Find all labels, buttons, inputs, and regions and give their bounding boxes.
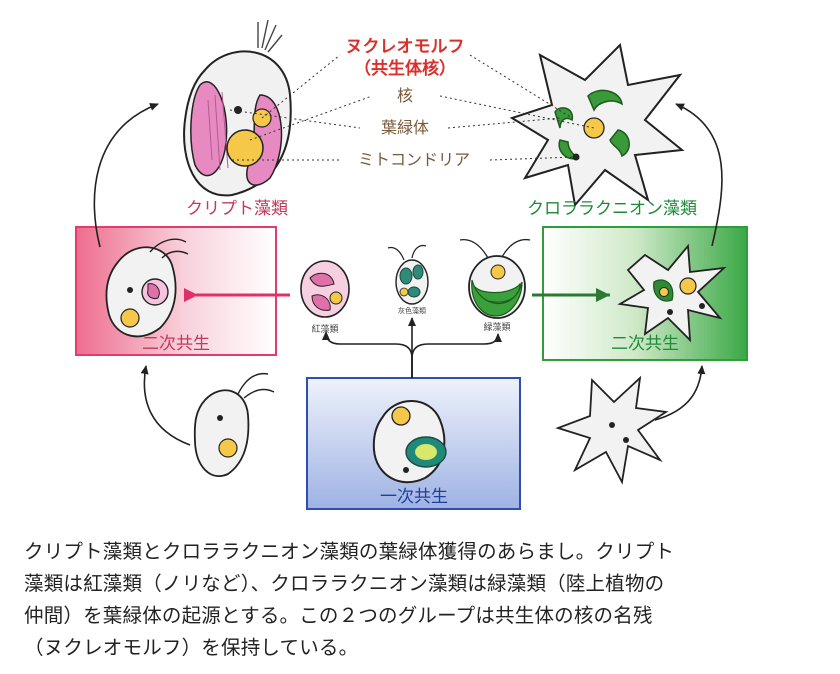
label-mitochondria: ミトコンドリア [358, 150, 470, 169]
primary-cell [372, 400, 447, 484]
green-algae-cell [459, 238, 531, 319]
caption-line: （ヌクレオモルフ）を保持している。 [24, 636, 359, 659]
endosymbiosis-diagram: ヌクレオモルフ （共生体核） 核 葉緑体 ミトコンドリア クリプト藻類 クロララ… [75, 19, 748, 510]
label-secondary-left: 二次共生 [142, 334, 210, 354]
secondary-cell-right [617, 243, 727, 343]
label-green-algae: 緑藻類 [483, 321, 510, 333]
label-secondary-right: 二次共生 [611, 334, 679, 354]
label-glaucophyte: 灰色藻類 [398, 306, 426, 315]
label-cryptophyte: クリプト藻類 [186, 199, 288, 219]
label-chlorarachniophyte: クロララクニオン藻類 [527, 199, 697, 219]
glaucophyte-cell [387, 244, 429, 305]
host-cell-left [193, 372, 275, 477]
label-red-algae: 紅藻類 [311, 323, 338, 335]
chlorarachniophyte-cell [509, 42, 685, 208]
host-cell-right [555, 375, 669, 485]
arrow-left-lower [140, 365, 191, 446]
arrow-right-lower [654, 365, 706, 421]
red-algae-cell [300, 260, 350, 318]
cryptophyte-cell [183, 19, 292, 197]
caption-line: 仲間）を葉緑体の起源とする。この２つのグループは共生体の核の名残 [24, 604, 653, 627]
arrow-right-upper [675, 103, 723, 247]
arrow-primary-to-green [411, 333, 502, 378]
leader-lines [229, 54, 595, 161]
arrow-left-upper [93, 103, 159, 248]
label-nucleomorph: ヌクレオモルフ [346, 37, 465, 57]
caption-line: クリプト藻類とクロララクニオン藻類の葉緑体獲得のあらまし。クリプト [24, 540, 675, 563]
figure-caption: クリプト藻類とクロララクニオン藻類の葉緑体獲得のあらまし。クリプト 藻類は紅藻類… [24, 536, 824, 664]
secondary-cell-left [105, 238, 189, 338]
caption-line: 藻類は紅藻類（ノリなど）、クロララクニオン藻類は緑藻類（陸上植物の [24, 572, 665, 595]
label-primary: 一次共生 [380, 487, 448, 507]
label-chloroplast: 葉緑体 [381, 118, 429, 137]
label-nucleomorph-sub: （共生体核） [354, 58, 456, 79]
arrow-primary-to-red [322, 331, 413, 378]
label-nucleus: 核 [397, 86, 413, 105]
